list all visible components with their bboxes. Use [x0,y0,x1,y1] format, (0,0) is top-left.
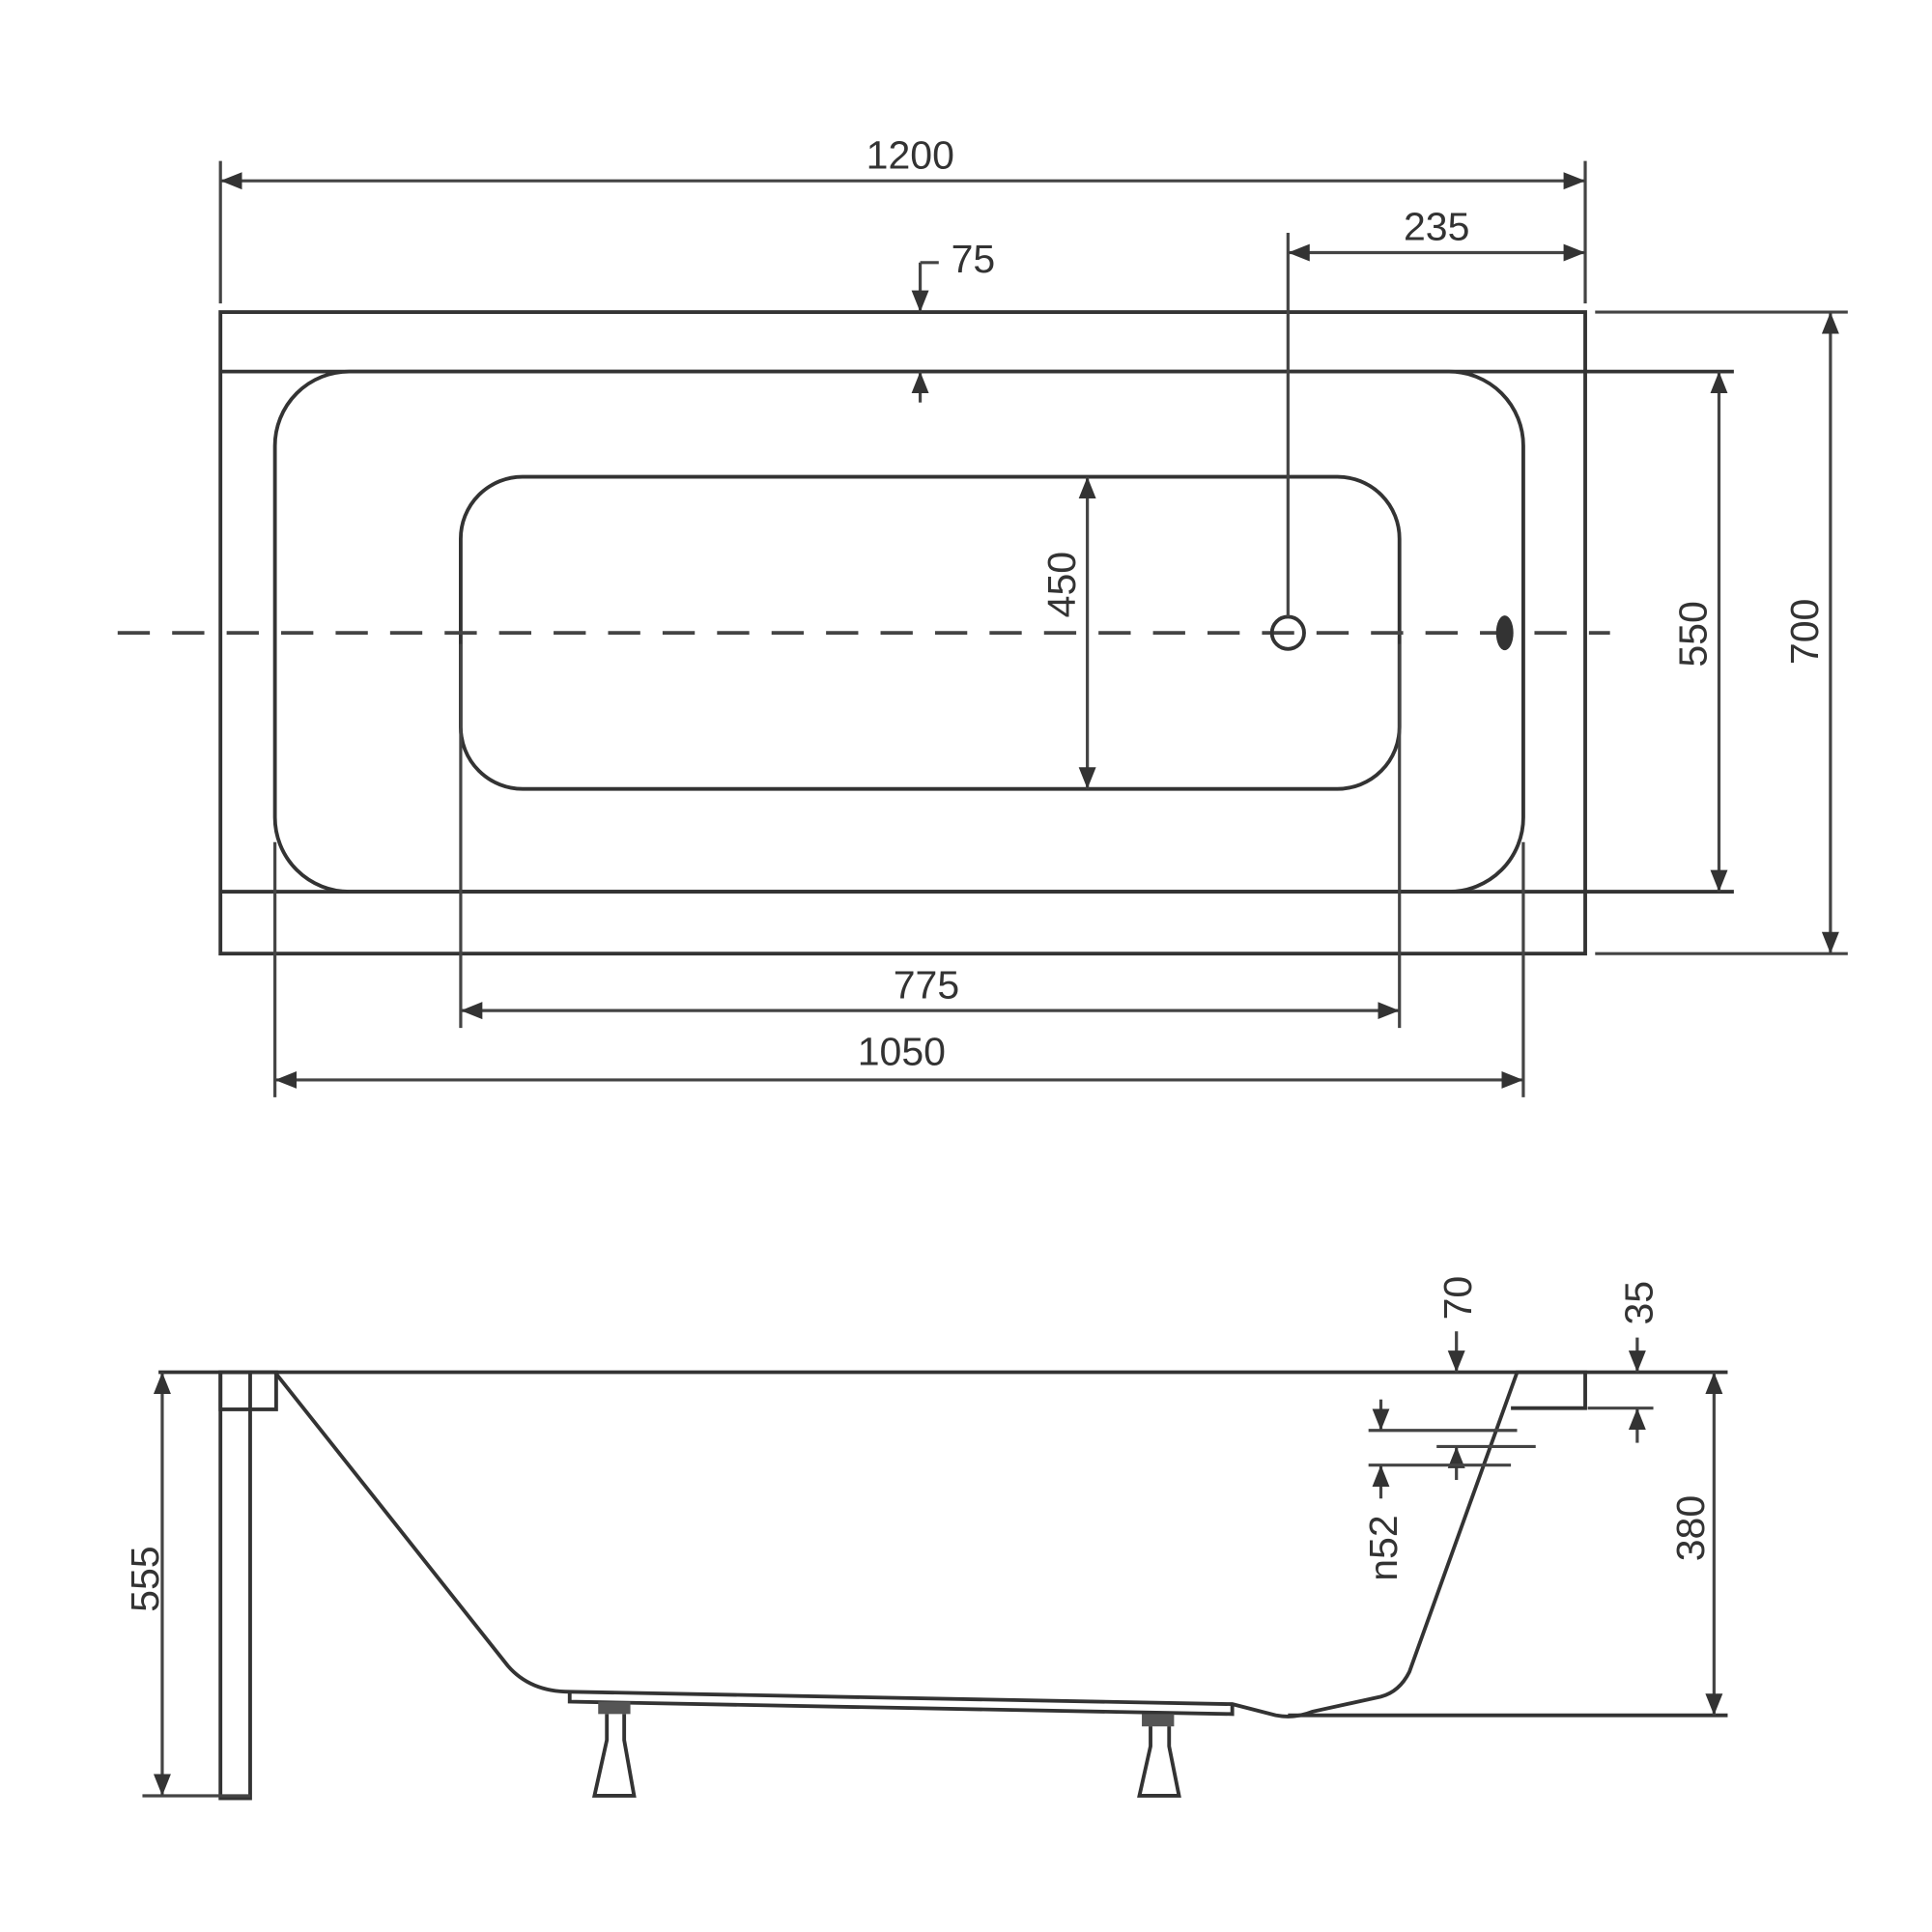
dim-inner-bottom-length: 775 [894,962,959,1007]
front-panel [218,1370,252,1801]
dim-outlet-offset: 235 [1404,205,1469,249]
dim-rim-thickness: 35 [1616,1281,1661,1325]
dim-inner-width: 550 [1671,601,1716,667]
overflow-icon [1495,615,1514,651]
dim-overall-width: 700 [1782,599,1827,665]
top-view: 1200 235 75 450 550 700 775 1050 [117,132,1848,1097]
dim-overall-length: 1200 [867,132,954,177]
foot-right [1137,1714,1181,1798]
dim-overflow-diameter: n52 [1361,1515,1406,1580]
inner-basin [272,369,1525,895]
outer-rim [218,310,1587,956]
dim-rim-width: 75 [952,237,996,281]
dim-inner-bottom-width: 450 [1039,552,1084,617]
foot-left [591,1701,637,1798]
dim-total-height: 555 [123,1546,167,1611]
side-view: 555 70 35 n52 380 [123,1276,1728,1801]
dim-inner-length: 1050 [858,1030,946,1074]
tub-shell [273,1370,1587,1719]
dim-depth: 380 [1668,1495,1713,1561]
dim-overflow-offset: 70 [1435,1276,1480,1321]
basin-bottom [459,474,1402,791]
